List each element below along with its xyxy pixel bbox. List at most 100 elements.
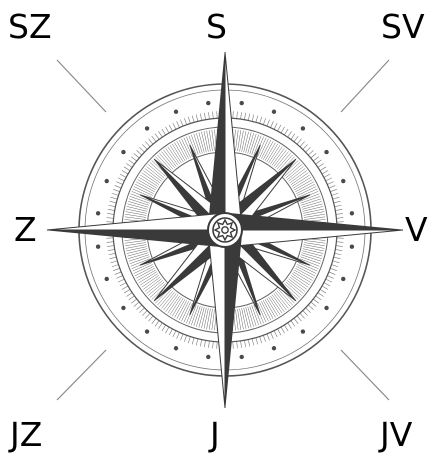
tick-mark [296,266,315,276]
tick-mark [177,332,180,338]
tick-mark [108,209,115,210]
cardinal-point-light [208,230,225,408]
tick-mark [244,113,245,120]
tick-mark [274,123,277,129]
tick-mark [237,112,238,119]
tick-mark [182,302,191,321]
tick-mark [241,341,242,348]
tick-mark [108,249,115,250]
tick-mark [316,296,322,300]
tick-mark [158,131,162,137]
tick-mark [115,185,121,188]
tick-mark [179,301,189,320]
tick-mark [248,114,249,121]
tick-mark [212,309,215,330]
tick-mark [142,311,147,316]
tick-mark [313,299,319,303]
tick-mark [155,321,159,327]
tick-mark [196,115,198,122]
tick-mark [332,193,339,195]
tick-mark [297,264,316,273]
tick-mark [196,339,198,346]
tick-mark [306,147,311,152]
tick-mark [260,117,262,124]
tick-mark [294,136,298,142]
tick-mark [122,171,128,175]
tick-mark [201,308,206,328]
tick-mark [265,143,276,161]
tick-mark [333,197,340,199]
tick-mark [308,305,313,310]
ring-dot [341,179,345,183]
tick-mark [213,112,214,119]
tick-mark [120,174,126,177]
tick-mark [126,247,147,251]
tick-mark [116,276,122,279]
tick-mark [135,266,154,276]
tick-mark [256,116,258,123]
tick-mark [303,209,324,213]
ring-dot [145,329,149,333]
tick-mark [242,131,246,152]
tick-mark [295,268,313,278]
tick-mark [129,296,135,300]
tick-mark [136,268,154,278]
cardinal-point-shaded [208,52,225,230]
label-northeast: SV [381,10,425,43]
tick-mark [139,272,157,283]
tick-mark [107,242,114,243]
tick-mark [235,130,238,151]
tick-mark [327,182,333,185]
tick-mark [267,334,270,340]
tick-mark [204,340,205,347]
tick-mark [259,139,268,158]
sw-pointer-line [57,350,106,400]
tick-mark [137,150,142,155]
tick-mark [322,286,328,290]
ring-dot [174,346,178,350]
tick-mark [155,134,159,140]
tick-mark [118,178,124,181]
tick-mark [297,316,301,321]
tick-mark [137,305,142,310]
ring-dot [121,306,125,310]
tick-mark [142,144,147,149]
tick-mark [175,143,186,161]
tick-mark [267,120,270,126]
cardinal-point-light [225,230,403,247]
tick-mark [177,141,187,159]
ring-dot [206,355,210,359]
tick-mark [332,265,339,267]
tick-mark [127,206,147,211]
tick-mark [335,209,342,210]
tick-mark [134,154,139,158]
ring-dot [301,126,305,130]
tick-mark [126,209,147,213]
label-southwest: JZ [10,418,42,451]
tick-mark [322,171,328,175]
tick-mark [212,130,215,151]
tick-mark [149,316,153,321]
tick-mark [134,264,153,273]
tick-mark [261,140,271,159]
ring-dot [121,150,125,154]
tick-mark [125,240,146,243]
tick-mark [107,213,114,214]
tick-mark [112,265,119,267]
tick-mark [120,283,126,286]
cardinal-point-shaded [47,230,225,247]
ring-dot [206,101,210,105]
tick-mark [330,268,337,270]
tick-mark [311,154,316,158]
tick-mark [107,218,114,219]
tick-mark [192,116,194,123]
se-pointer-line [341,350,389,400]
tick-mark [308,150,313,155]
tick-mark [274,331,277,337]
tick-mark [175,299,186,317]
tick-mark [169,125,172,131]
tick-mark [113,268,120,270]
ring-dot [105,179,109,183]
tick-mark [300,142,305,147]
